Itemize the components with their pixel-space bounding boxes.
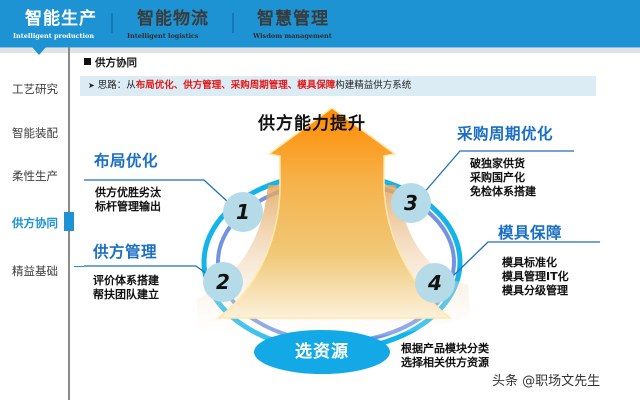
item-2-heading: 供方管理 [93,243,158,261]
idea-bar: ➤思路：从布局优化、供方管理、采购周期管理、模具保障构建精益供方系统 [80,76,596,96]
item-4-details: 模具标准化 模具管理IT化 模具分级管理 [502,256,569,298]
sidebar-item-flexible-production[interactable]: 柔性生产 [12,169,58,183]
idea-highlight: 布局优化、供方管理、采购周期管理、模具保障 [135,80,336,91]
item-4-line: 模具标准化 [502,256,557,269]
item-3-line: 破独家供货 [470,157,525,170]
item-3-heading: 采购周期优化 [457,125,554,143]
item-4-line: 模具分级管理 [502,284,568,297]
select-resources-details: 根据产品模块分类 选择相关供方资源 [401,342,489,370]
connector-4 [453,241,600,276]
item-1-line: 供方优胜劣汰 [95,186,161,199]
sidebar-tick [74,266,84,267]
item-3-details: 破独家供货 采购国产化 免检体系搭建 [470,157,536,199]
tab-sublabel: Wisdom management [253,32,332,40]
tab-label: 智能生产 [25,9,97,29]
item-1-heading: 布局优化 [94,152,159,170]
diagram-title: 供方能力提升 [258,114,366,134]
arrow-bullet-icon: ➤ [88,81,95,90]
idea-prefix: 思路：从 [97,80,136,91]
item-4-line: 模具管理IT化 [502,270,569,283]
up-arrow [215,107,453,319]
item-2-details: 评价体系搭建 帮扶团队建立 [93,274,159,302]
tab-label: 智慧管理 [257,9,329,29]
badge-2: 2 [203,262,243,302]
sidebar-item-process-research[interactable]: 工艺研究 [12,82,58,96]
tab-intelligent-logistics[interactable]: 智能物流 Intelligent logistics [127,8,209,44]
tab-divider [111,13,113,33]
item-3-line: 采购国产化 [470,171,525,184]
item-4-heading: 模具保障 [498,224,563,242]
badge-4: 4 [415,263,455,303]
nav-underline [0,47,640,53]
base-line: 选择相关供方资源 [401,356,489,369]
tab-sublabel: Intelligent logistics [127,32,199,40]
idea-suffix: 构建精益供方系统 [335,80,412,91]
sidebar-item-lean-foundation[interactable]: 精益基础 [12,264,58,278]
tab-wisdom-management[interactable]: 智慧管理 Wisdom management [253,8,332,44]
item-3-line: 免检体系搭建 [470,185,536,198]
square-bullet-icon [84,58,91,65]
tab-sublabel: Intelligent production [13,32,95,40]
select-resources-ellipse: 选资源 [254,330,390,374]
sidebar-item-intelligent-assembly[interactable]: 智能装配 [12,126,58,140]
item-1-details: 供方优胜劣汰 标杆管理输出 [95,186,161,214]
watermark: 头条 @职场文先生 [492,374,601,389]
badge-1: 1 [223,192,263,232]
active-tab-caret-icon [32,47,46,55]
item-1-line: 标杆管理输出 [95,200,161,213]
base-line: 根据产品模块分类 [401,342,489,355]
tab-intelligent-production[interactable]: 智能生产 Intelligent production [13,8,97,44]
sidebar-item-supplier-collaboration[interactable]: 供方协同 [12,216,58,230]
sidebar-active-marker [64,212,74,231]
section-title-text: 供方协同 [95,57,137,69]
badge-3: 3 [391,183,431,223]
tab-divider [232,13,234,33]
item-2-line: 评价体系搭建 [93,274,159,287]
section-title: 供方协同 [84,55,137,70]
tab-label: 智能物流 [137,9,209,29]
item-2-line: 帮扶团队建立 [93,288,159,301]
connector-3 [421,150,574,196]
top-nav: 智能生产 Intelligent production 智能物流 Intelli… [0,0,640,53]
